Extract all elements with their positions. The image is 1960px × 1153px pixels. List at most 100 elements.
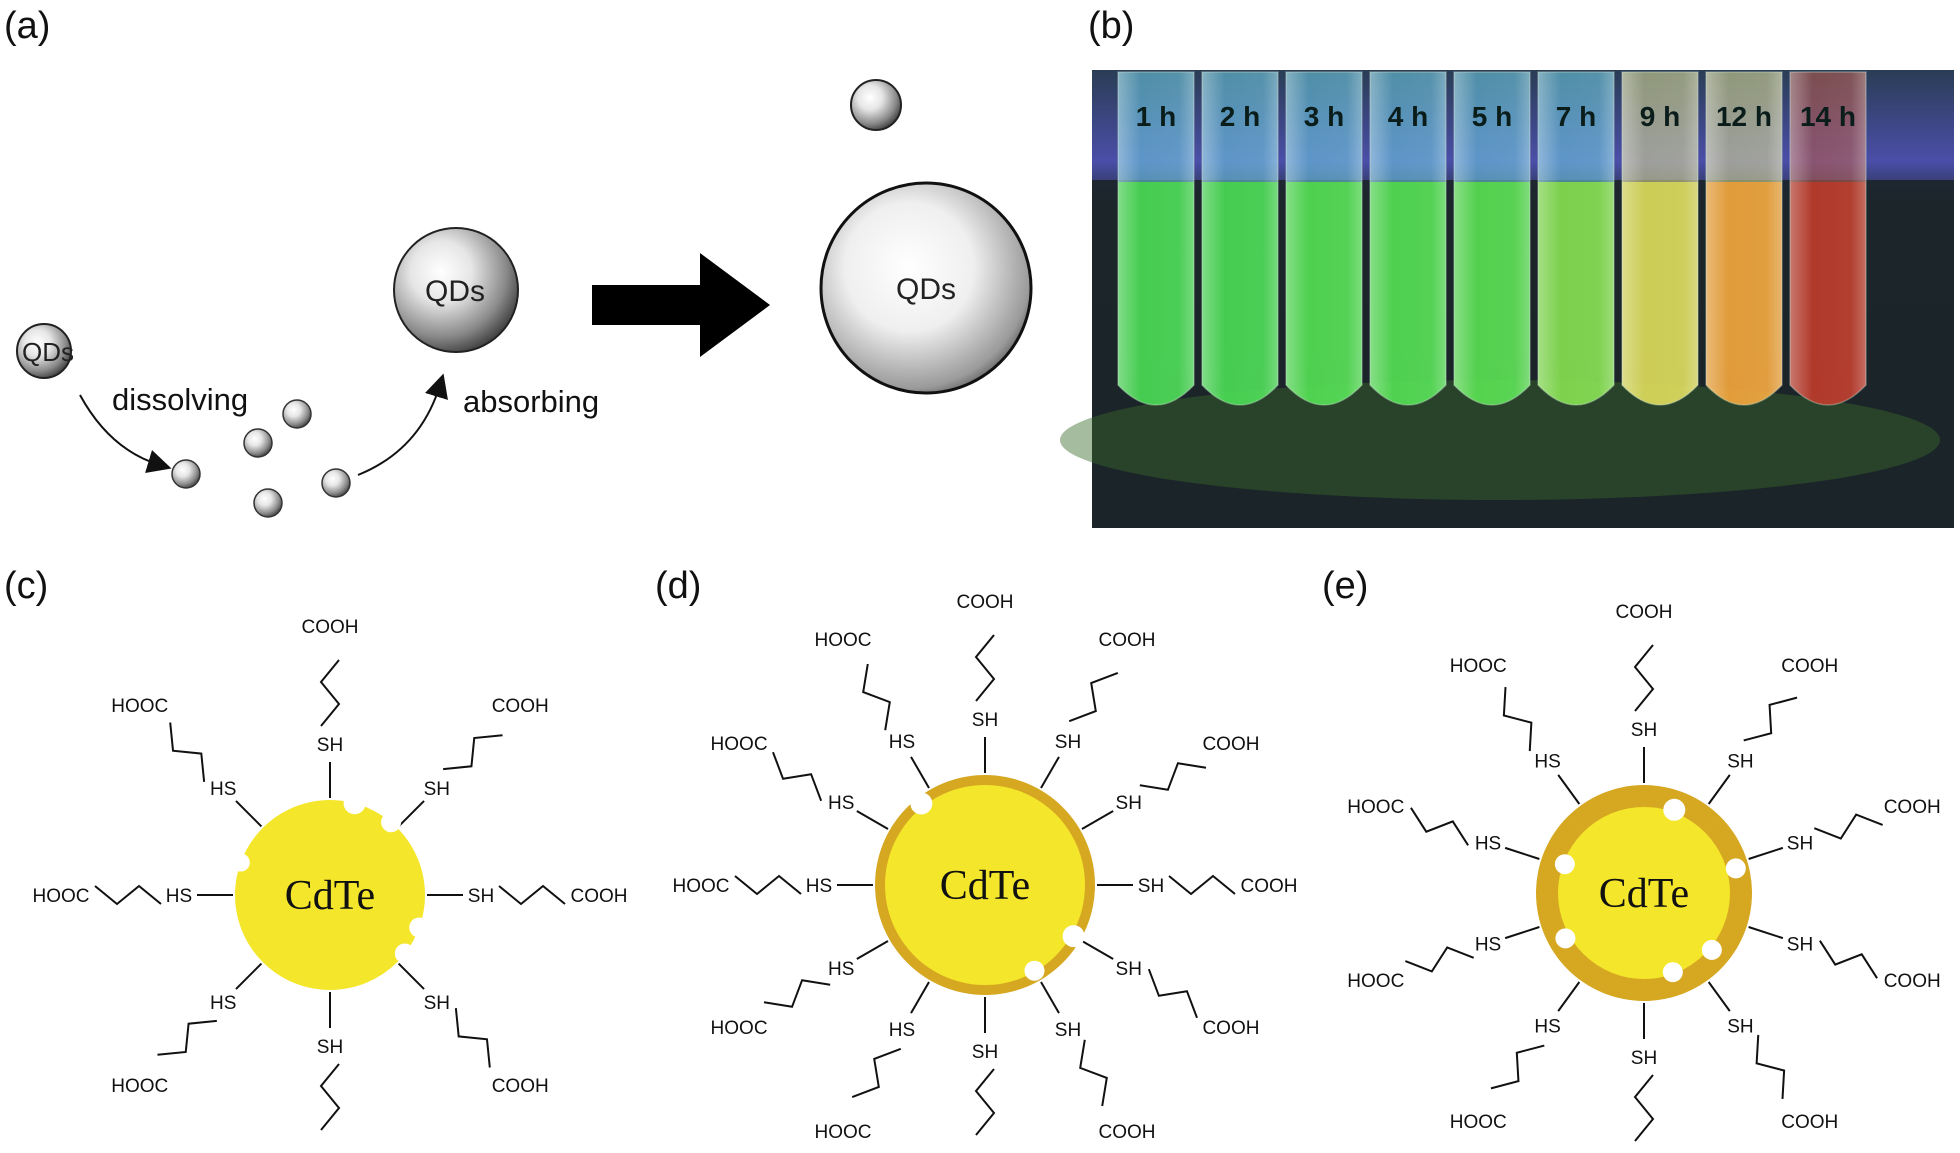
ligand-bond [1040,756,1060,789]
vial-time-label: 4 h [1388,101,1428,132]
alkyl-chain [1813,813,1884,840]
monomer-particle [321,468,351,498]
carboxyl-label: COOH [492,1076,549,1097]
vial: 2 h [1201,71,1279,406]
thiol-label: HS [889,1020,915,1041]
carboxyl-label: COOH [1616,602,1673,623]
alkyl-chain [443,734,503,771]
carboxyl-label: HOOC [111,696,168,717]
monomer-particle [253,488,283,518]
thiol-label: SH [1116,793,1142,814]
surface-defect [1554,854,1575,875]
thiol-label: HS [1534,1017,1560,1038]
ligand-bond [397,962,425,990]
thiol-label: HS [210,779,236,800]
core-label: CdTe [285,873,375,919]
ligand-bond [1504,926,1540,940]
alkyl-chain [94,884,162,906]
cdte-nanoparticle-d: SHCOOHSHCOOHSHCOOHSHCOOHSHCOOHSHCOOHSHCO… [673,592,1298,1143]
thiol-label: SH [972,1042,998,1063]
vial-glass [1117,71,1195,406]
alkyl-chain [319,1063,341,1131]
monomer-particle [171,459,201,489]
surface-defect [231,853,250,872]
carboxyl-label: COOH [1241,876,1298,897]
core-label: CdTe [1599,871,1689,917]
medium-qd-label: QDs [425,275,485,308]
alkyl-chain [454,1008,491,1068]
vial-time-label: 7 h [1556,101,1596,132]
vial-glass [1789,71,1867,406]
thiol-label: HS [828,959,854,980]
alkyl-chain [498,884,566,906]
vial-glass [1285,71,1363,406]
alkyl-chain [734,874,802,896]
surface-defect [1725,858,1746,879]
absorbing-arrow [357,373,448,476]
carboxyl-label: COOH [957,592,1014,613]
cdte-nanoparticle-e: SHCOOHSHCOOHSHCOOHSHCOOHSHCOOHSHCOOHHSHO… [1347,602,1941,1142]
alkyl-chain [851,1047,902,1098]
alkyl-chain [1410,807,1469,846]
thiol-label: SH [1727,1017,1753,1038]
thiol-label: HS [828,793,854,814]
vial: 14 h [1789,71,1867,406]
thiol-label: HS [166,886,192,907]
mpa-ligand: HS HOOC [711,734,889,830]
ligand-bond [1748,846,1784,860]
cdte-core [1558,807,1730,979]
vial-time-label: 14 h [1800,101,1856,132]
thiol-label: SH [1787,833,1813,854]
carboxyl-label: HOOC [711,734,768,755]
carboxyl-label: COOH [1781,1112,1838,1133]
alkyl-chain [1404,946,1475,973]
vial-time-label: 1 h [1136,101,1176,132]
alkyl-chain [1633,1074,1655,1142]
monomer-particle [282,399,312,429]
dissolving-arrow [79,394,172,474]
ligand-bond [1504,846,1540,860]
carboxyl-label: HOOC [1450,1112,1507,1133]
thiol-label: HS [806,876,832,897]
alkyl-chain [1490,1044,1545,1090]
panel-b-label: (b) [1088,5,1134,47]
alkyl-chain [1633,644,1655,712]
alkyl-chain [763,979,831,1008]
carboxyl-label: COOH [492,696,549,717]
vial: 1 h [1117,71,1195,406]
thiol-label: SH [1631,1048,1657,1069]
thiol-label: SH [1727,751,1753,772]
ligand-bond [235,962,263,990]
alkyl-chain [1079,1039,1108,1107]
alkyl-chain [1068,672,1119,723]
alkyl-chain [1502,687,1533,752]
carboxyl-label: COOH [302,617,359,638]
alkyl-chain [157,1019,217,1056]
surface-defect [409,917,430,938]
surface-defect [1024,960,1045,981]
vial-glass [1621,71,1699,406]
thiol-label: SH [1116,959,1142,980]
mpa-ligand: SH COOH [1707,981,1838,1133]
carboxyl-label: HOOC [815,630,872,651]
alkyl-chain [1743,696,1798,742]
ligand-bond [1707,774,1731,805]
thiol-label: SH [317,735,343,756]
thiol-label: SH [1787,935,1813,956]
carboxyl-label: COOH [1884,797,1941,818]
surface-defect [381,812,402,833]
ligand-bond [910,981,930,1014]
